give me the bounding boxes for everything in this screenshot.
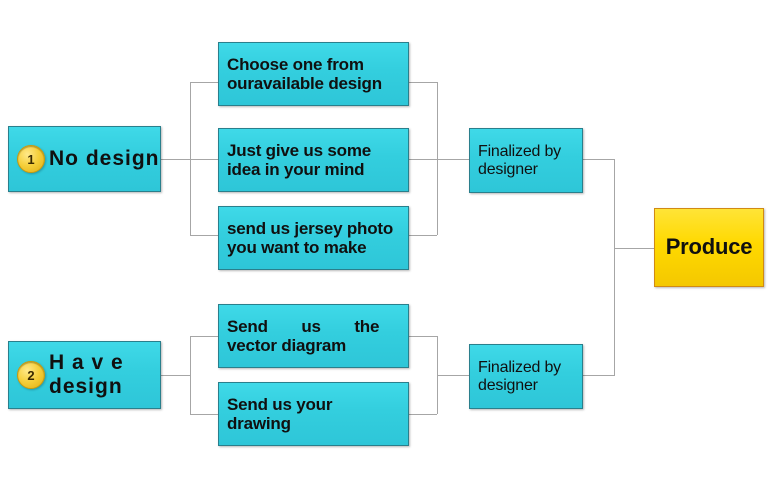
node-choose-existing-design[interactable]: Choose one from ouravailable design: [218, 42, 409, 106]
text-word-2: us: [301, 316, 321, 336]
node-finalized-by-designer-1[interactable]: Finalized by designer: [469, 128, 583, 193]
connector-final1-out: [583, 159, 615, 160]
connector-branch1-opt1: [190, 82, 219, 83]
node-no-design-label: No design: [49, 147, 160, 171]
node-give-idea[interactable]: Just give us some idea in your mind: [218, 128, 409, 192]
node-finalized-by-designer-2-label: Finalized by designer: [478, 359, 574, 395]
branch-badge-2: 2: [17, 361, 45, 389]
node-finalized-by-designer-2[interactable]: Finalized by designer: [469, 344, 583, 409]
connector-branch2-opt1-out: [408, 336, 437, 337]
text-line-2: design: [49, 375, 123, 398]
text-word-3: the: [354, 316, 380, 336]
text-line-2: idea in your mind: [227, 160, 365, 179]
node-send-vector-diagram[interactable]: Send us the vector diagram: [218, 304, 409, 368]
text-line-1: Send us the: [227, 317, 379, 336]
node-send-drawing-label: Send us your drawing: [227, 395, 400, 433]
watermark-strip: [0, 8, 773, 36]
text-line-2: you want to make: [227, 238, 367, 257]
connector-branch1-root-stub: [160, 159, 191, 160]
connector-to-produce: [614, 248, 655, 249]
connector-branch1-opt1-out: [408, 82, 437, 83]
text-line-1: Finalized by: [478, 358, 561, 376]
text-line-1: send us jersey photo: [227, 218, 394, 238]
text-line-1: Finalized by: [478, 142, 561, 160]
text-line-1: H a v e: [49, 351, 124, 375]
connector-branch1-merge-spine: [437, 82, 438, 235]
node-produce[interactable]: Produce: [654, 208, 764, 287]
text-line-2: designer: [478, 376, 538, 394]
node-produce-label: Produce: [665, 234, 753, 260]
connector-branch1-opt2: [190, 159, 219, 160]
connector-branch2-opt2-out: [408, 414, 437, 415]
text-line-2: drawing: [227, 414, 291, 433]
text-line-1: Just give us some: [227, 140, 371, 160]
connector-branch2-opt2: [190, 414, 219, 415]
node-give-idea-label: Just give us some idea in your mind: [227, 141, 400, 179]
node-send-vector-diagram-label: Send us the vector diagram: [227, 317, 400, 355]
text-line-2: vector diagram: [227, 336, 347, 355]
connector-branch2-to-final: [437, 375, 470, 376]
node-have-design[interactable]: 2 H a v e design: [8, 341, 161, 409]
node-finalized-by-designer-1-label: Finalized by designer: [478, 143, 574, 179]
text-line-2: designer: [478, 160, 538, 178]
node-choose-existing-design-label: Choose one from ouravailable design: [227, 55, 400, 93]
node-have-design-label: H a v e design: [47, 351, 160, 398]
node-send-jersey-photo-label: send us jersey photo you want to make: [227, 219, 400, 257]
connector-branch2-root-stub: [160, 375, 191, 376]
text-line-1: Choose one from: [227, 54, 364, 74]
connector-branch1-to-final: [437, 159, 470, 160]
text-word-1: Send: [227, 316, 268, 336]
connector-final2-out: [583, 375, 615, 376]
connector-branch2-spine: [190, 336, 191, 414]
node-send-jersey-photo[interactable]: send us jersey photo you want to make: [218, 206, 409, 270]
node-send-drawing[interactable]: Send us your drawing: [218, 382, 409, 446]
node-no-design[interactable]: 1 No design: [8, 126, 161, 192]
text-line-2: ouravailable design: [227, 74, 382, 93]
branch-badge-1: 1: [17, 145, 45, 173]
connector-branch2-opt1: [190, 336, 219, 337]
connector-branch1-opt2-out: [408, 159, 437, 160]
text-line-1: Send us your: [227, 394, 333, 414]
connector-branch1-opt3-out: [408, 235, 437, 236]
connector-produce-spine: [614, 159, 615, 376]
connector-branch1-opt3: [190, 235, 219, 236]
connector-branch1-spine: [190, 82, 191, 235]
